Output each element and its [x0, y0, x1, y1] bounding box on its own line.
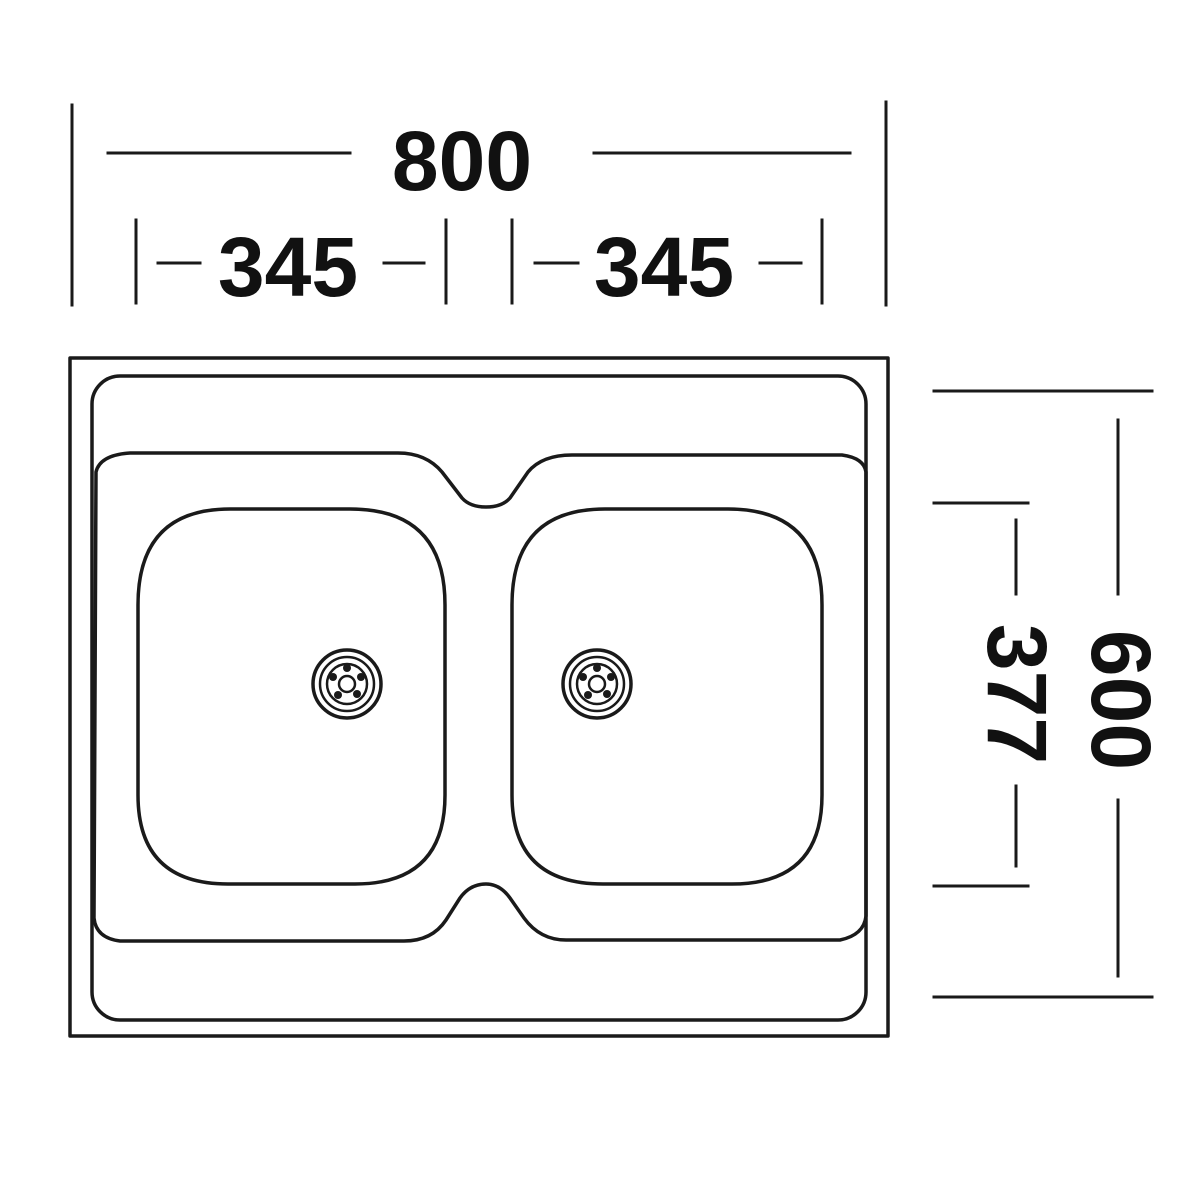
sink-outer-frame [68, 356, 890, 1038]
basin-recess-outline [92, 451, 868, 943]
overall-depth-dimension: 600 [932, 389, 1168, 999]
left-drain-icon [311, 648, 383, 720]
bowl-depth-dimension: 377 [932, 501, 1064, 888]
sink-inner-rim [90, 374, 868, 1022]
bowl-right-width-label: 345 [594, 220, 734, 314]
bowl-depth-label: 377 [970, 624, 1064, 764]
overall-width-label: 800 [392, 114, 532, 208]
sink-body [68, 356, 890, 1038]
overall-depth-label: 600 [1074, 630, 1168, 770]
right-drain-icon [561, 648, 633, 720]
left-bowl [136, 507, 447, 886]
overall-width-dimension: 800 [70, 100, 888, 307]
right-bowl [510, 507, 824, 886]
bowl-left-width-label: 345 [218, 220, 358, 314]
bowl-width-dimensions: 345 345 [134, 218, 824, 314]
